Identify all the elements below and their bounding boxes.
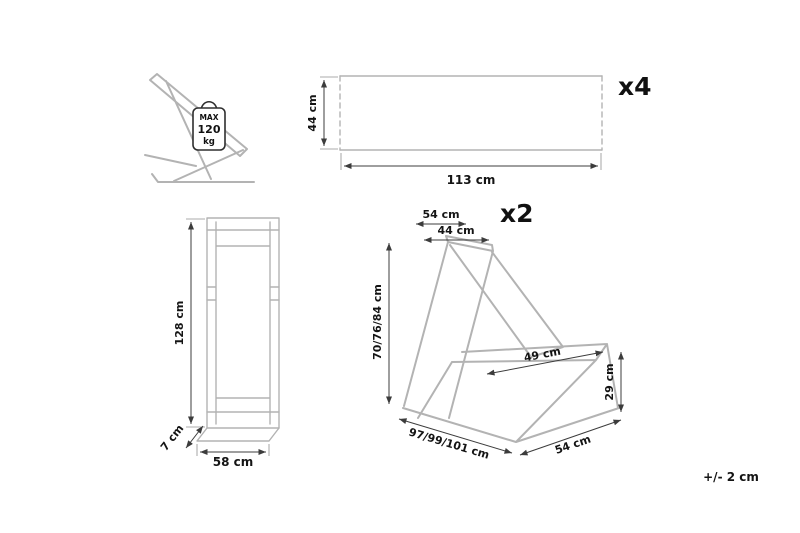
fabric-extension-lines <box>320 76 602 170</box>
fabric-panel-view: 44 cm 113 cm x4 <box>306 72 652 187</box>
badge-weight-label: 120 <box>198 123 221 136</box>
folded-frame-details <box>196 221 280 442</box>
seat-length-dimension <box>486 350 604 376</box>
folded-depth-dimension <box>185 425 204 449</box>
chair-side-view: MAX 120 kg <box>144 73 255 183</box>
frame-width-label: 54 cm <box>422 208 459 221</box>
folded-depth-label: 7 cm <box>158 422 186 453</box>
chair-folded-view: 128 cm 7 cm 58 cm <box>158 217 280 469</box>
chair-height-label: 70/76/84 cm <box>371 284 384 360</box>
max-load-badge: MAX 120 kg <box>192 100 226 151</box>
fabric-panel-short-edges <box>339 75 603 151</box>
fabric-width-label: 113 cm <box>447 173 496 187</box>
fabric-quantity-label: x4 <box>618 72 652 101</box>
badge-body <box>192 107 226 151</box>
folded-outline <box>206 217 280 429</box>
folded-width-label: 58 cm <box>213 455 254 469</box>
chair-length-dimension <box>398 418 513 454</box>
folded-height-label: 128 cm <box>173 301 186 346</box>
chair-quantity-label: x2 <box>500 199 534 228</box>
tolerance-note: +/- 2 cm <box>703 470 759 484</box>
chair-frame <box>402 235 620 443</box>
badge-unit-label: kg <box>203 137 215 147</box>
sling-width-label: 44 cm <box>437 224 474 237</box>
fabric-height-label: 44 cm <box>306 94 319 131</box>
folded-extension-lines <box>186 218 270 456</box>
base-width-dimension <box>519 419 622 456</box>
chair-perspective-view: 54 cm 44 cm x2 70/76/84 cm 49 cm 29 cm 9… <box>371 199 624 462</box>
badge-max-label: MAX <box>199 113 218 122</box>
fabric-panel-long-edges <box>339 75 603 151</box>
seat-height-label: 29 cm <box>603 363 616 400</box>
